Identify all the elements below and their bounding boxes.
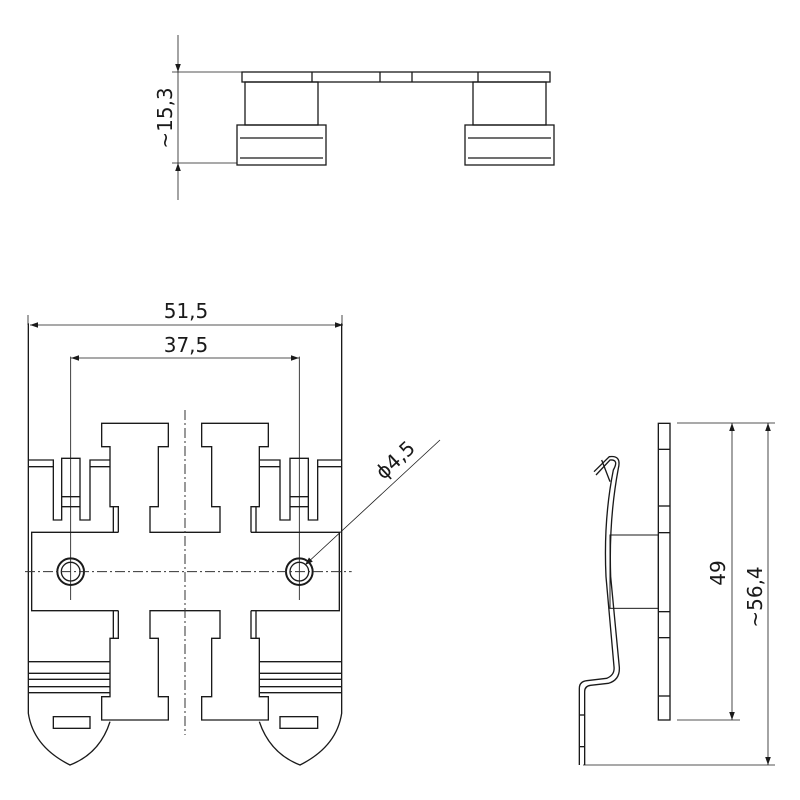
dimension-plate-length: 49 xyxy=(677,422,775,721)
dimension-overall-length: ~56,4 xyxy=(583,423,775,766)
side-view xyxy=(578,422,671,765)
top-view xyxy=(236,71,555,166)
hole-spacing-label: 37,5 xyxy=(164,333,209,357)
spring-clip xyxy=(578,455,621,765)
right-slot xyxy=(279,715,319,729)
dimension-hole-diameter: ϕ4,5 xyxy=(304,436,441,566)
top-left-foot xyxy=(236,81,327,166)
ridges xyxy=(28,660,342,694)
top-right-foot xyxy=(464,81,555,166)
dimension-hole-spacing: 37,5 xyxy=(71,333,299,361)
front-view xyxy=(24,323,352,766)
hole-diameter-label: ϕ4,5 xyxy=(371,436,420,484)
dimension-overall-width: 51,5 xyxy=(27,299,343,328)
overall-length-label: ~56,4 xyxy=(743,566,767,627)
overall-width-label: 51,5 xyxy=(164,299,209,323)
height-top-label: ~15,3 xyxy=(153,87,177,148)
dimension-height-top: ~15,3 xyxy=(153,35,242,200)
plate-length-label: 49 xyxy=(706,560,730,585)
side-plate xyxy=(657,422,671,721)
left-slot xyxy=(52,715,91,729)
